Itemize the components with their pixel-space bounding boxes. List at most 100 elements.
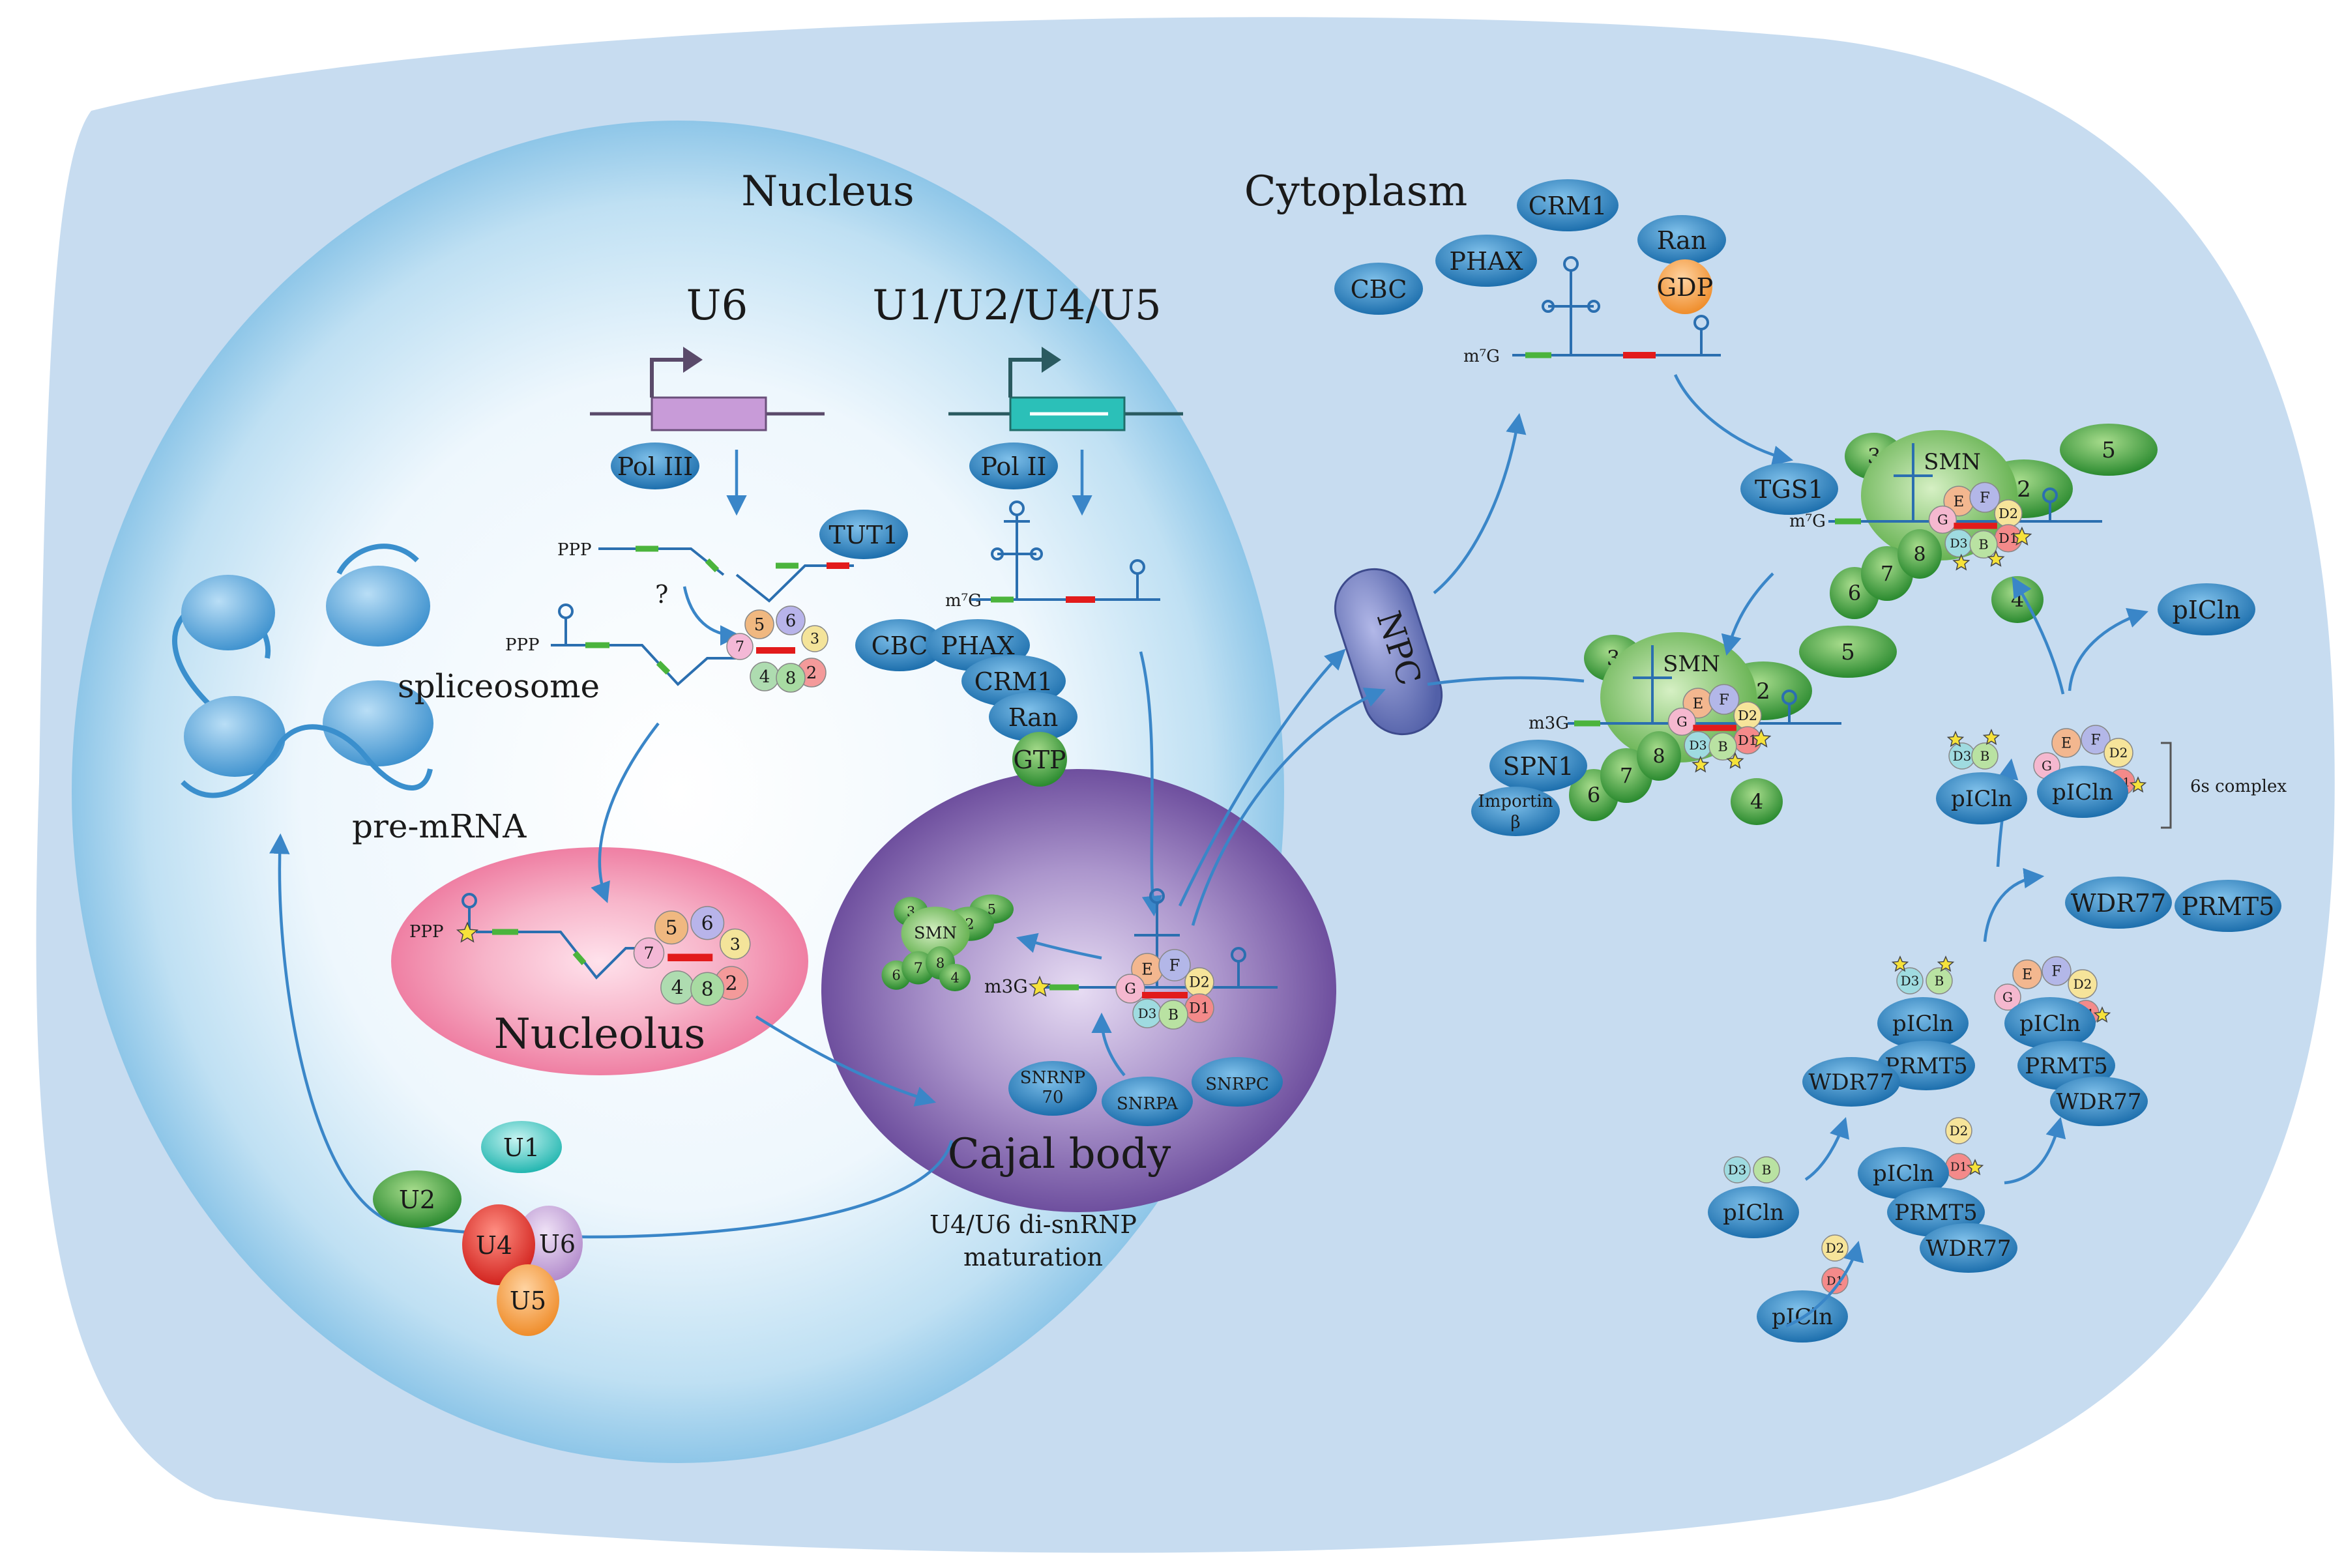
protein-label: pICln — [1951, 786, 2012, 812]
subunit-label: B — [1762, 1162, 1772, 1178]
subunit-label: 8 — [701, 978, 714, 1001]
subunit-D2 — [2068, 969, 2098, 999]
subunit-label: 6 — [701, 912, 714, 935]
methylation-star-icon — [1982, 729, 2000, 746]
gemin-label: 7 — [1620, 763, 1633, 788]
svg-text:WDR77: WDR77 — [2071, 889, 2167, 918]
protein-prmt5 — [1877, 1041, 1975, 1090]
gemin-label: 7 — [1881, 561, 1894, 586]
subunit-D2 — [2103, 738, 2133, 768]
protein-label: PRMT5 — [1884, 1053, 1968, 1079]
subunit-n8 — [690, 972, 725, 1006]
svg-text:U1: U1 — [503, 1133, 540, 1162]
snrpc: SNRPC — [1192, 1057, 1283, 1107]
subunit-F — [1708, 684, 1740, 715]
subunit-label: D3 — [1728, 1162, 1747, 1178]
gemin-label: 6 — [1848, 581, 1861, 605]
subunit-B — [1753, 1156, 1780, 1183]
subunit-label: D2 — [2109, 745, 2128, 761]
gemin-label: 6 — [1587, 783, 1600, 807]
methylation-star-icon — [456, 922, 479, 943]
pre-mrna-label: pre-mRNA — [352, 807, 527, 845]
protein-wdr77 — [2050, 1077, 2148, 1126]
subunit-F — [1969, 482, 2000, 513]
maturation-label-line2: maturation — [963, 1243, 1103, 1271]
subunit-label: 4 — [759, 667, 770, 687]
svg-text:SPN1: SPN1 — [1502, 752, 1574, 781]
svg-text:Pol II: Pol II — [980, 452, 1046, 481]
subunit-B — [1708, 732, 1737, 761]
subunit-label: D3 — [1950, 536, 1967, 551]
svg-text:PPP: PPP — [505, 635, 539, 655]
subunit-G — [1928, 505, 1957, 534]
svg-text:TUT1: TUT1 — [829, 521, 899, 549]
gemin-n5 — [2060, 424, 2158, 476]
svg-text:Pol III: Pol III — [617, 452, 693, 481]
gemin-label: 6 — [892, 968, 900, 983]
subunit-n5 — [654, 910, 689, 945]
gemin-label: 2 — [2017, 476, 2031, 502]
u6-gene — [590, 347, 825, 431]
protein-label: WDR77 — [1926, 1236, 2011, 1262]
maturation-label-line1: U4/U6 di-snRNP — [930, 1210, 1137, 1239]
svg-text:Ran: Ran — [1657, 226, 1707, 255]
protein-label: WDR77 — [1808, 1069, 1894, 1096]
subunit-B — [1969, 530, 1998, 559]
protein-picln — [1877, 997, 1969, 1049]
promoter-arrow-icon — [1042, 347, 1061, 373]
cbc-cyto: CBC — [1334, 263, 1423, 315]
gemin-label: 5 — [988, 901, 996, 917]
protein-label: PRMT5 — [1894, 1200, 1978, 1226]
protein-label: pICln — [2052, 779, 2113, 806]
protein-picln — [2004, 997, 2096, 1049]
svg-text:SNRPA: SNRPA — [1117, 1094, 1179, 1114]
cap-label: m3G — [1529, 714, 1569, 733]
subunit-label: D2 — [2073, 976, 2092, 992]
picln-free: pICln — [2158, 583, 2255, 635]
promoter-arrow-icon — [683, 347, 703, 373]
gemin-label: 2 — [1756, 678, 1770, 704]
gemin-label: 4 — [1750, 789, 1763, 814]
subunit-label: D3 — [1138, 1006, 1157, 1021]
methylation-star-icon — [1987, 549, 2005, 567]
subunit-label: D1 — [1999, 530, 2018, 546]
subunit-label: 7 — [643, 944, 654, 963]
crm1-cyto: CRM1 — [1517, 179, 1619, 231]
prmt5-complex-right: EFD2GD1pIClnPRMT5WDR77 — [1994, 956, 2148, 1126]
svg-text:Importin: Importin — [1478, 792, 1553, 811]
subunit-n5 — [744, 609, 774, 639]
svg-text:U5: U5 — [510, 1286, 546, 1315]
subunit-label: G — [1677, 714, 1688, 730]
u2-snrnp: U2 — [373, 1170, 461, 1228]
protein-label: PRMT5 — [2025, 1053, 2108, 1079]
methylation-star-icon — [1692, 755, 1710, 773]
u1245-gene-label: U1/U2/U4/U5 — [872, 282, 1161, 330]
gemin-label: 8 — [1913, 544, 1926, 566]
svg-text:CRM1: CRM1 — [974, 667, 1053, 696]
cajal-body-label: Cajal body — [948, 1130, 1171, 1178]
gemin-n5 — [1799, 626, 1897, 678]
subunit-D3 — [1723, 1156, 1751, 1183]
subunit-label: 2 — [806, 663, 817, 683]
svg-text:U6: U6 — [539, 1230, 576, 1258]
ran-nuclear: Ran — [989, 692, 1077, 742]
methylation-star-icon — [1946, 731, 1965, 748]
subunit-label: F — [1169, 956, 1180, 974]
wdr77-free: WDR77 — [2065, 877, 2172, 929]
subunit-label: 5 — [754, 615, 765, 635]
svg-text:PPP: PPP — [409, 922, 443, 942]
methylation-star-icon — [1952, 553, 1970, 571]
methylation-star-icon — [1028, 976, 1051, 997]
svg-text:PHAX: PHAX — [1449, 247, 1523, 276]
svg-text:CBC: CBC — [872, 632, 928, 660]
gemin-label: 8 — [936, 955, 945, 971]
gemin-n8 — [1637, 731, 1681, 781]
cbc-nuclear: CBC — [855, 619, 944, 671]
pol-iii: Pol III — [611, 443, 699, 489]
